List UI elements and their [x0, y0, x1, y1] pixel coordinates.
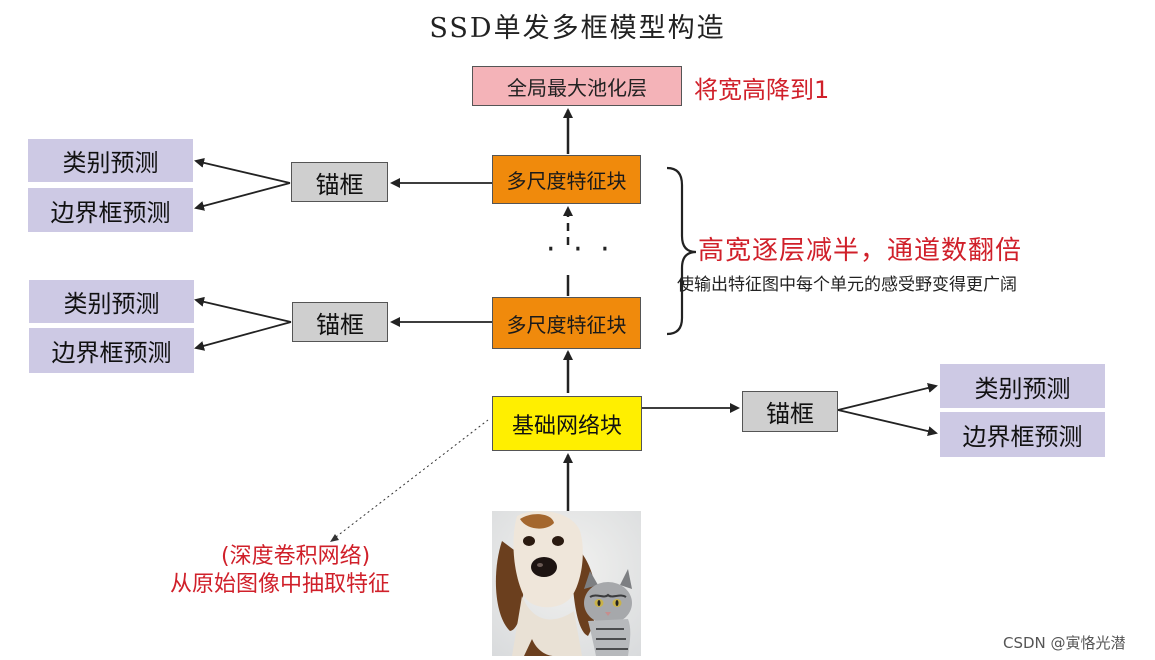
bbox-prediction-right-label: 边界框预测 — [962, 423, 1083, 451]
anchor-middle-label: 锚框 — [316, 310, 364, 339]
base-network-block: 基础网络块 — [492, 396, 642, 451]
global-max-pool-label: 全局最大池化层 — [507, 75, 647, 100]
ellipsis: · · · — [546, 232, 614, 267]
multiscale-block-bottom-label: 多尺度特征块 — [506, 312, 627, 337]
multiscale-block-top-label: 多尺度特征块 — [506, 169, 627, 193]
base-note-line2: 从原始图像中抽取特征 — [170, 572, 391, 597]
anchor-box-middle: 锚框 — [292, 302, 388, 342]
anchor-top-label: 锚框 — [315, 170, 364, 199]
class-prediction-right: 类别预测 — [940, 364, 1105, 408]
anchor-box-right: 锚框 — [742, 391, 838, 432]
curly-brace — [666, 166, 697, 336]
bbox-prediction-right: 边界框预测 — [940, 412, 1105, 457]
bbox-prediction-middle: 边界框预测 — [29, 328, 194, 373]
pool-note: 将宽高降到1 — [694, 76, 830, 104]
anchor-box-top: 锚框 — [291, 162, 388, 202]
brace-note-main: 高宽逐层减半，通道数翻倍 — [698, 236, 1023, 266]
class-prediction-middle-label: 类别预测 — [63, 290, 160, 318]
class-prediction-top-label: 类别预测 — [62, 149, 159, 177]
input-image-dog-cat — [492, 511, 641, 656]
bbox-prediction-middle-label: 边界框预测 — [51, 339, 172, 367]
anchor-right-label: 锚框 — [766, 400, 814, 428]
class-prediction-top: 类别预测 — [28, 139, 193, 182]
multiscale-block-top: 多尺度特征块 — [492, 155, 641, 204]
bbox-prediction-top: 边界框预测 — [28, 188, 193, 232]
brace-note-sub: 使输出特征图中每个单元的感受野变得更广阔 — [677, 275, 1017, 295]
multiscale-block-bottom: 多尺度特征块 — [492, 297, 641, 349]
diagram-title: SSD单发多框模型构造 — [429, 13, 726, 44]
watermark: CSDN @寅恪光潜 — [1003, 634, 1126, 652]
base-note-line1: (深度卷积网络) — [221, 544, 371, 569]
class-prediction-right-label: 类别预测 — [974, 374, 1071, 403]
dotted-pointer — [331, 419, 489, 541]
global-max-pool-box: 全局最大池化层 — [472, 66, 682, 106]
bbox-prediction-top-label: 边界框预测 — [50, 198, 171, 227]
base-network-label: 基础网络块 — [511, 413, 622, 439]
class-prediction-middle: 类别预测 — [29, 280, 194, 323]
